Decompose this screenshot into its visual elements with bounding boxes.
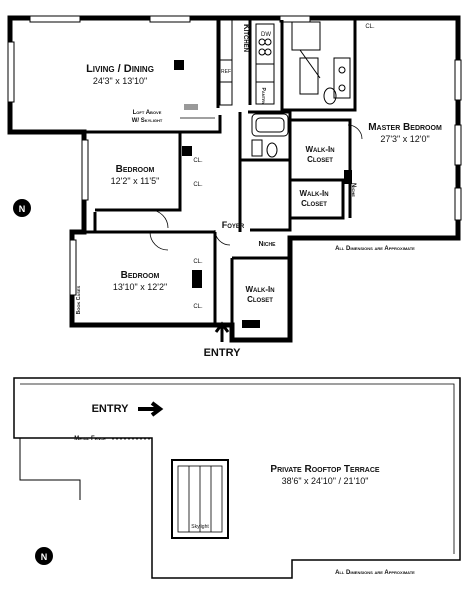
entry-label: ENTRY	[204, 347, 242, 359]
compass-label: N	[41, 552, 48, 562]
closet-label: CL.	[193, 182, 203, 188]
walkin3-line2: Closet	[247, 295, 273, 304]
terrace-parapet	[19, 438, 81, 500]
bedroom1-label: Bedroom	[116, 164, 155, 175]
apartment-plan: Living / Dining 24'3" x 13'10" Loft Abov…	[7, 15, 462, 359]
windows	[7, 15, 462, 296]
loft-marker	[184, 104, 198, 110]
doors	[149, 124, 363, 251]
bedroom2-dims: 13'10" x 12'2"	[113, 282, 167, 292]
terrace-outline	[13, 377, 461, 579]
walkin2-line1: Walk-In	[299, 189, 328, 198]
walkin1-line1: Walk-In	[305, 145, 334, 154]
terrace-inner-line	[20, 383, 455, 554]
loft-note-line1: Loft Above	[133, 110, 162, 116]
niche-master-label: Niche	[350, 183, 356, 197]
walkin3-line1: Walk-In	[245, 285, 274, 294]
living-dining-label: Living / Dining	[86, 63, 154, 75]
terrace-entry-label: ENTRY	[92, 403, 130, 415]
terrace-approx-note: All Dimensions are Approximate	[335, 570, 415, 576]
closet-label: CL.	[365, 24, 375, 30]
loft-note-line2: W/ Skylight	[132, 118, 163, 124]
niche-label: Niche	[258, 241, 276, 248]
closet-label: CL.	[193, 158, 203, 164]
kitchen-label: Kitchen	[242, 24, 251, 52]
compass-icon: N	[13, 199, 31, 217]
terrace-entry-arrow	[138, 401, 164, 417]
closet-label: CL.	[193, 259, 203, 265]
terrace-dims: 38'6" x 24'10" / 21'10"	[282, 476, 369, 486]
skylight: Skylight	[171, 459, 229, 539]
closet-label: CL.	[193, 304, 203, 310]
closet-labels: CL. CL. CL. CL. CL.	[193, 24, 375, 310]
compass-label: N	[19, 204, 26, 214]
approx-note: All Dimensions are Approximate	[335, 246, 415, 252]
master-bedroom-dims: 27'3" x 12'0"	[380, 134, 429, 144]
ref-label: REF	[221, 69, 231, 75]
interior-walls	[84, 20, 357, 325]
entry-arrow	[214, 321, 230, 342]
skylight-label: Skylight	[191, 524, 209, 530]
bath-fixtures	[251, 21, 351, 158]
terrace-plan: ENTRY Metal Fence Private Rooftop Terrac…	[13, 377, 461, 579]
dw-label: DW	[261, 32, 271, 38]
pantry-label: Pantry	[260, 88, 266, 105]
bedroom2-label: Bedroom	[121, 270, 160, 281]
bedroom1-dims: 12'2" x 11'5"	[111, 176, 160, 186]
walkin1-line2: Closet	[307, 155, 333, 164]
foyer-label: Foyer	[222, 220, 245, 230]
bookcases-label: Book Cases	[76, 285, 82, 314]
wall-blocks	[174, 60, 352, 328]
living-dining-dims: 24'3" x 13'10"	[93, 76, 147, 86]
metal-fence-label: Metal Fence	[74, 436, 106, 442]
kitchen-fixtures	[219, 19, 275, 106]
compass-icon: N	[35, 547, 53, 565]
master-bedroom-label: Master Bedroom	[368, 122, 442, 133]
walkin2-line2: Closet	[301, 199, 327, 208]
terrace-name: Private Rooftop Terrace	[270, 464, 380, 475]
